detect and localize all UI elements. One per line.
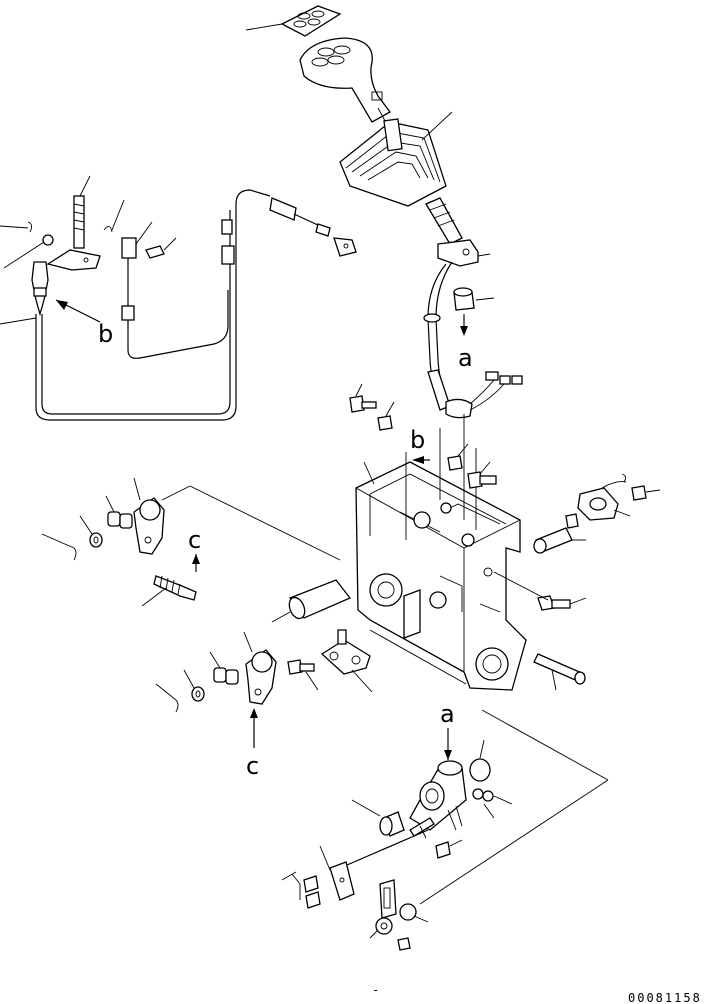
callout-a-bottom: a — [440, 700, 455, 728]
detent-body — [409, 760, 467, 831]
sleeve — [351, 799, 405, 837]
washer-upper — [41, 515, 103, 561]
spacer-lower — [209, 651, 239, 685]
callout-b-mid: b — [410, 426, 425, 454]
slot-plate — [369, 879, 397, 939]
bolt-long-right — [493, 571, 587, 611]
callout-b-left: b — [98, 320, 113, 348]
spring-bolt — [141, 575, 197, 607]
nut-upper — [377, 401, 395, 431]
callout-c-top: c — [188, 526, 201, 554]
washer-lower — [155, 669, 205, 713]
detent-washers — [472, 788, 513, 819]
roller-arm-lower — [243, 631, 277, 705]
clevis-cable — [121, 221, 153, 321]
knob-cap-plate — [245, 5, 342, 37]
pivot-pin — [271, 579, 352, 623]
page-mark: - — [372, 983, 381, 997]
bolt-right — [467, 461, 497, 489]
small-screw — [397, 937, 411, 951]
nut-right — [447, 443, 469, 471]
cotter-pin — [103, 199, 125, 233]
collar-nut — [453, 287, 495, 336]
sensor-flange — [577, 473, 631, 521]
callout-a-top: a — [458, 344, 473, 372]
bolt-sensor — [631, 485, 661, 501]
drawing-code: 00081158 — [628, 991, 702, 1004]
cable-end-middle — [221, 219, 235, 265]
main-housing — [355, 461, 527, 691]
rod-end-left — [0, 261, 49, 325]
bolt-vertical — [73, 175, 91, 249]
detent-cap — [469, 739, 491, 782]
switch-bracket — [437, 239, 491, 267]
nut-bottom — [435, 839, 463, 859]
leader-arm-upper — [161, 485, 191, 501]
wire-harness — [423, 261, 523, 419]
callout-c-bottom: c — [246, 752, 259, 780]
cable-end-right — [269, 197, 357, 257]
link-plate — [46, 249, 101, 271]
lever-rod — [425, 197, 463, 245]
rubber-boot — [339, 111, 453, 207]
roller-arm-upper — [133, 477, 165, 555]
bolt-upper-left — [349, 383, 377, 413]
bolt-bottom-right — [533, 653, 586, 691]
nut-pair — [281, 871, 321, 909]
control-cable — [35, 189, 271, 421]
shaft-pin — [533, 513, 586, 554]
bolt-link — [287, 659, 319, 691]
washer-left — [0, 221, 54, 269]
bushing — [399, 903, 429, 923]
link-plate-center — [320, 629, 373, 693]
control-knob — [299, 37, 391, 131]
clevis-pin — [145, 237, 177, 259]
spacer-upper — [105, 495, 133, 529]
link-arm — [319, 829, 429, 901]
